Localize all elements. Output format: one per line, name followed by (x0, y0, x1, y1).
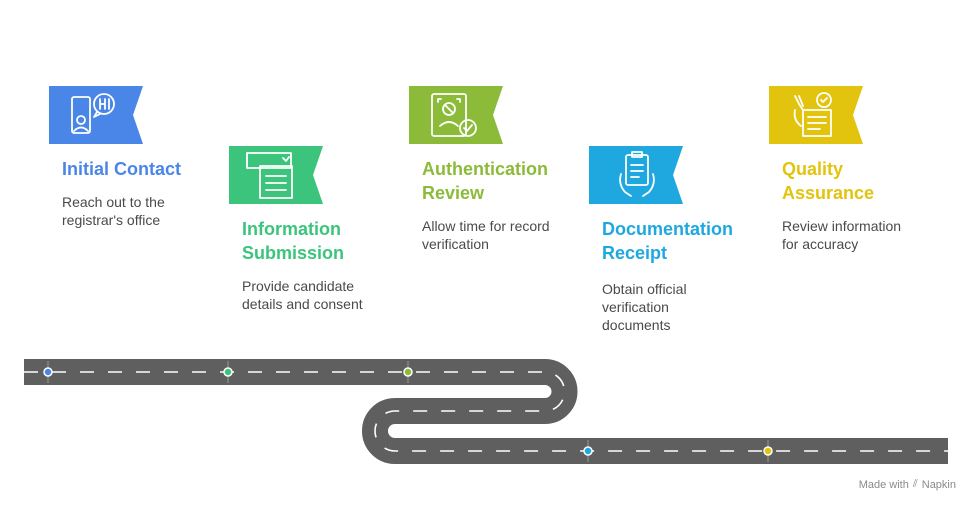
napkin-logo-icon: ⫽ (912, 478, 918, 490)
napkin-credit: Made with ⫽ Napkin (859, 478, 956, 491)
credit-brand: Napkin (921, 478, 956, 491)
step-3-title: Authentication Review (422, 159, 548, 203)
form-document-icon (246, 152, 293, 199)
step-1-badge (49, 86, 143, 144)
step-5-badge (769, 86, 863, 144)
step-5-description: Review information for accuracy (782, 218, 902, 252)
id-verified-icon (431, 93, 477, 137)
hi-speech-person-icon (71, 93, 115, 134)
marker-5 (763, 446, 773, 456)
marker-4 (583, 446, 593, 456)
marker-3 (403, 367, 413, 377)
step-4-badge (589, 146, 683, 204)
step-1-description: Reach out to the registrar's office (62, 194, 165, 228)
step-4-description: Obtain official verification documents (602, 281, 687, 333)
step-5-title: Quality Assurance (782, 159, 875, 203)
step-2-badge (229, 146, 323, 204)
step-4-title: Documentation Receipt (602, 219, 734, 263)
step-1-title: Initial Contact (62, 159, 182, 179)
step-3-badge (409, 86, 503, 144)
step-3-description: Allow time for record verification (422, 218, 550, 252)
step-2-title: Information Submission (242, 219, 345, 263)
step-2-description: Provide candidate details and consent (242, 278, 363, 312)
clipboard-hands-icon (619, 151, 655, 197)
marker-2 (223, 367, 233, 377)
checklist-hand-icon (793, 92, 832, 137)
marker-1 (43, 367, 53, 377)
credit-text: Made with (858, 478, 909, 491)
